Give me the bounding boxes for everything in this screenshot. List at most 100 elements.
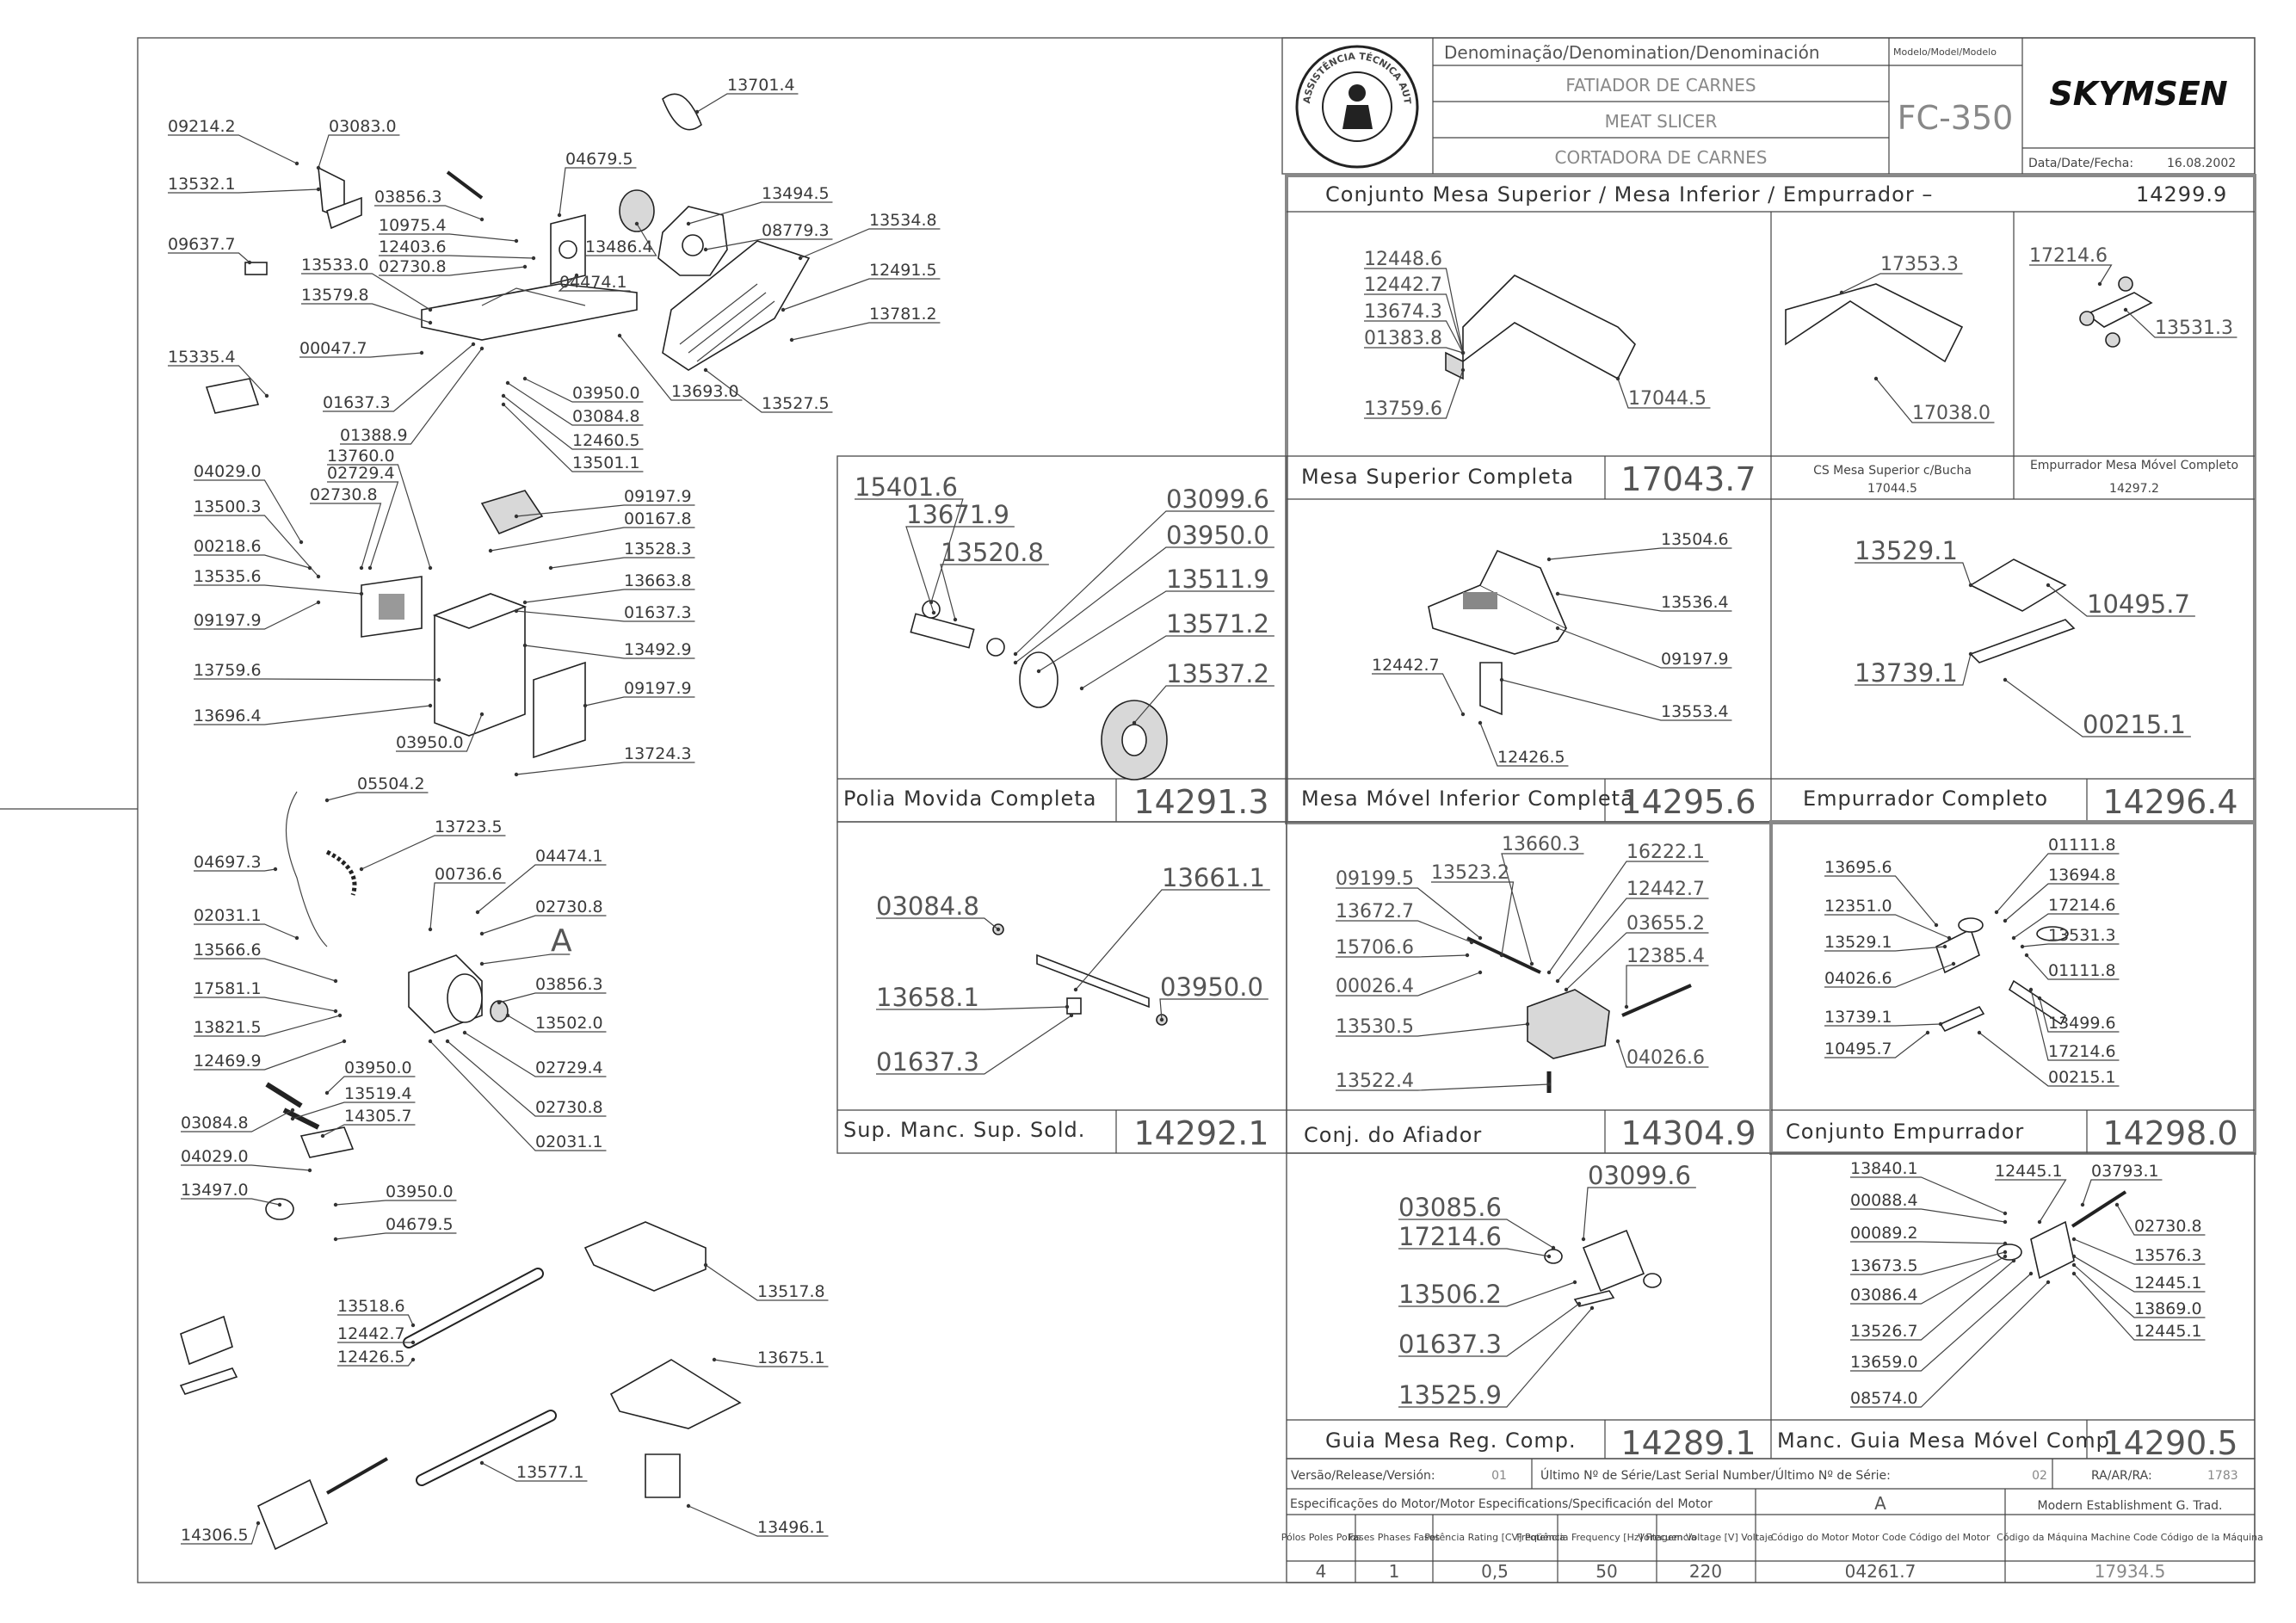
leader-line	[1850, 1281, 2049, 1408]
leader-dot	[479, 346, 485, 351]
callout-conj-empurrador-13: 00215.1	[1977, 1030, 2120, 1087]
part-number-label: 04679.5	[386, 1215, 454, 1234]
caption-afiador: Conj. do Afiador	[1304, 1123, 1482, 1147]
part-number-label: 12442.7	[1626, 879, 1705, 900]
leader-line	[705, 369, 833, 413]
leader-line	[1398, 1303, 1580, 1357]
callout-polia-6: 13571.2	[1079, 609, 1275, 691]
part-number-label: 03655.2	[1626, 913, 1705, 935]
part-number-label: 12426.5	[337, 1348, 405, 1367]
leader-dot	[2011, 1258, 2016, 1263]
leader-dot	[273, 867, 278, 872]
main-heading: Conjunto Mesa Superior / Mesa Inferior /…	[1325, 182, 1933, 207]
callout-polia-0: 15401.6	[855, 472, 964, 605]
callout-left-top-24: 01637.3	[323, 342, 476, 412]
leader-line	[168, 365, 268, 397]
leader-dot	[419, 350, 424, 355]
callout-left-top-28: 13501.1	[501, 402, 644, 472]
leader-line	[477, 864, 607, 913]
leader-line	[507, 382, 644, 426]
svg-text:ASSISTÊNCIA TÉCNICA AUTORIZADA: ASSISTÊNCIA TÉCNICA AUTORIZADA	[0, 0, 1413, 105]
leader-dot	[316, 165, 321, 170]
leader-line	[1336, 954, 1468, 958]
part-number-label: 13529.1	[1855, 536, 1958, 565]
leader-line	[1372, 673, 1464, 715]
part-number-label: 00047.7	[299, 339, 367, 358]
part-number-label: 03950.0	[396, 733, 464, 752]
code-guia-mesa: 14289.1	[1620, 1424, 1756, 1462]
callout-left-mid-3: 09197.9	[514, 487, 695, 519]
callout-left-motor-8: 13566.6	[194, 941, 338, 984]
part-number-label: 02730.8	[310, 485, 378, 504]
callout-afiador-8: 12385.4	[1624, 946, 1709, 1009]
leader-line	[1978, 1032, 2120, 1087]
leader-dot	[410, 1323, 416, 1328]
part-number-label: 13531.3	[2155, 318, 2233, 339]
leader-line	[876, 917, 999, 930]
callout-left-low-14: 14306.5	[181, 1521, 261, 1545]
leader-dot	[1938, 1021, 1943, 1027]
leader-line	[1038, 590, 1275, 672]
part-number-label: 15706.6	[1336, 937, 1414, 959]
leader-dot	[479, 961, 485, 966]
leader-line	[301, 273, 431, 311]
callout-left-top-25: 03084.8	[505, 380, 644, 426]
part-number-label: 04026.6	[1626, 1047, 1705, 1069]
caption-polia: Polia Movida Completa	[843, 787, 1096, 811]
leader-line	[1364, 293, 1464, 354]
leader-line	[194, 1040, 345, 1071]
leader-dot	[1079, 686, 1084, 691]
callout-polia-5: 13511.9	[1036, 565, 1275, 674]
part-number-label: 13520.8	[941, 538, 1044, 567]
leader-line	[1557, 593, 1732, 612]
manc-guia-part	[1997, 1190, 2127, 1280]
leader-dot	[1460, 350, 1466, 355]
leader-line	[481, 953, 571, 965]
leader-dot	[307, 1168, 312, 1173]
part-number-label: 03950.0	[386, 1182, 454, 1201]
leader-dot	[514, 238, 519, 244]
leader-line	[379, 233, 517, 242]
leader-line	[1398, 1248, 1550, 1257]
leader-dot	[505, 1013, 510, 1018]
part-number-label: 12445.1	[2134, 1322, 2202, 1341]
callout-left-top-4: 13532.1	[168, 175, 321, 194]
leader-line	[194, 923, 298, 939]
leader-dot	[359, 867, 364, 872]
part-number-label: 12351.0	[1824, 897, 1892, 916]
leader-line	[2047, 584, 2195, 617]
callout-guia-mesa-2: 17214.6	[1398, 1222, 1552, 1259]
callout-left-low-2: 03084.8	[181, 1108, 295, 1132]
leader-dot	[333, 978, 338, 984]
callout-conj-empurrador-1: 01111.8	[1994, 836, 2120, 915]
leader-dot	[2028, 1271, 2034, 1276]
callout-left-mid-10: 13663.8	[522, 571, 695, 605]
leader-line	[2125, 309, 2237, 338]
leader-dot	[1525, 1021, 1530, 1027]
callout-empurrador-mesa-1: 13531.3	[2123, 307, 2237, 339]
leader-dot	[2071, 1237, 2077, 1242]
callout-manc-guia-1: 12445.1	[1995, 1162, 2067, 1225]
part-number-label: 13693.0	[671, 382, 739, 401]
leader-line	[515, 504, 695, 517]
part-number-label: 00026.4	[1336, 976, 1414, 997]
callout-conj-empurrador-6: 13531.3	[2020, 926, 2120, 949]
leader-line	[1501, 853, 1584, 965]
leader-dot	[1499, 677, 1504, 682]
part-number-label: 12426.5	[1497, 748, 1565, 767]
caption-conj-empurrador: Conjunto Empurrador	[1786, 1120, 2024, 1144]
leader-dot	[1073, 987, 1078, 992]
leader-line	[337, 1359, 414, 1367]
part-number-label: 03793.1	[2091, 1162, 2159, 1181]
leader-line	[2029, 264, 2113, 285]
leader-dot	[2037, 1219, 2042, 1225]
part-number-label: 00088.4	[1850, 1191, 1918, 1210]
callout-conj-empurrador-12: 10495.7	[1824, 1030, 1930, 1058]
leader-line	[688, 201, 833, 225]
part-number-label: 09199.5	[1336, 868, 1414, 890]
callout-left-motor-0: 05504.2	[324, 774, 429, 803]
leader-line	[1398, 1307, 1593, 1408]
leader-dot	[514, 514, 519, 519]
leader-dot	[299, 540, 304, 545]
part-number-label: 15335.4	[168, 348, 236, 367]
